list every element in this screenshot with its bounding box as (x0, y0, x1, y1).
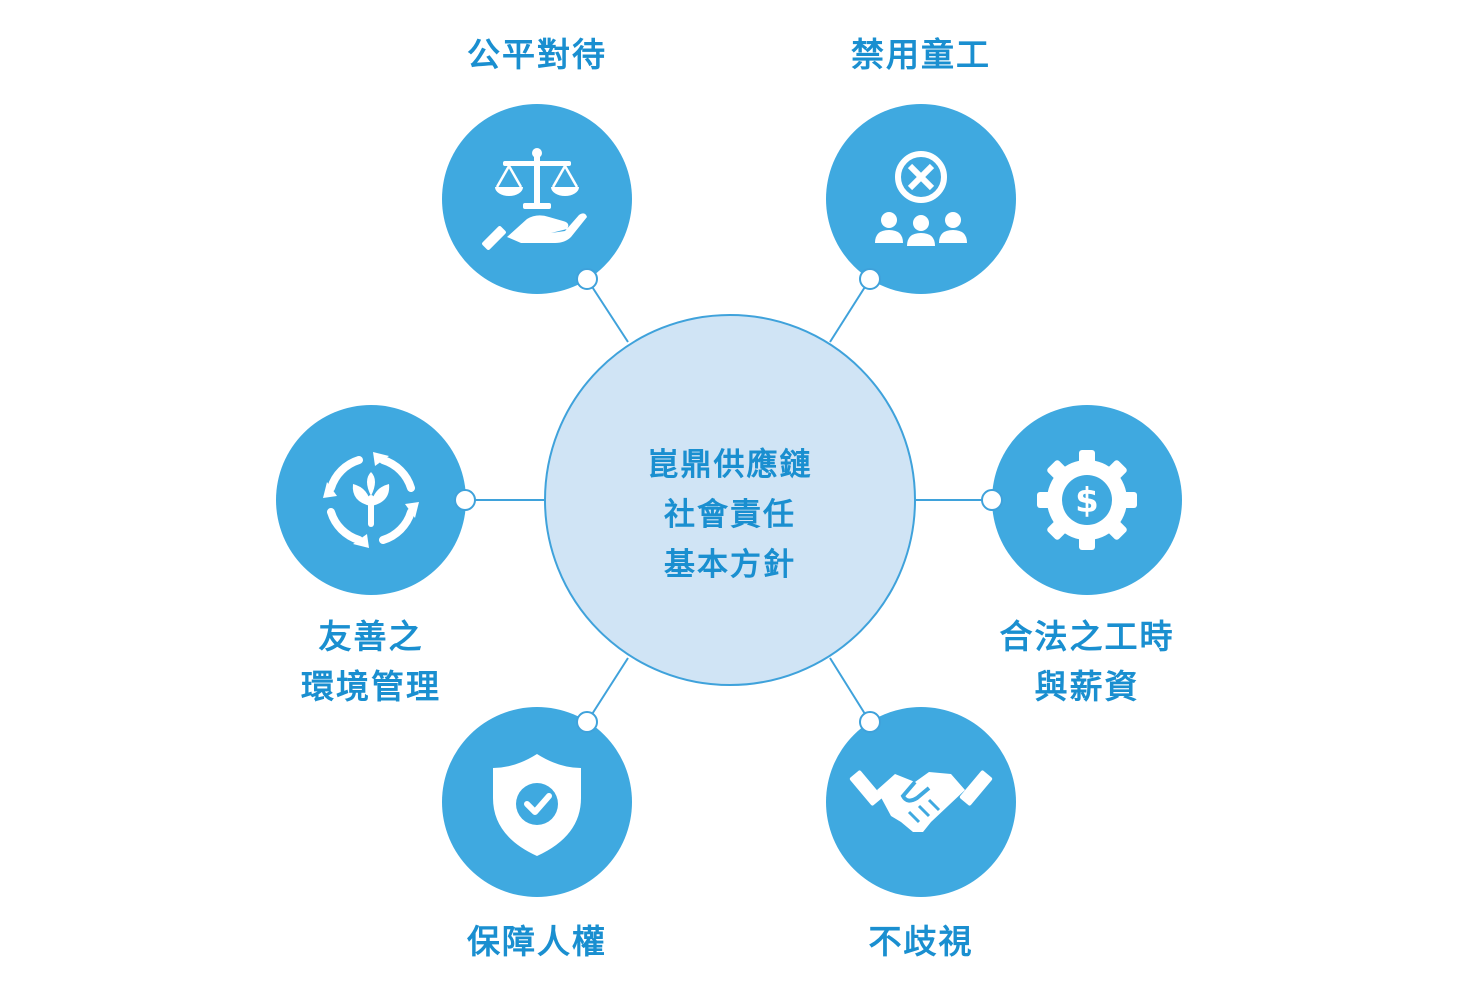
handshake-icon (849, 770, 993, 832)
label-rights-line-1: 保障人權 (467, 922, 607, 961)
dot-rights (576, 711, 598, 733)
connector-fair (586, 278, 629, 343)
connector-nodisc (829, 657, 871, 723)
label-fair: 公平對待 (407, 30, 667, 80)
label-nodisc-line-1: 不歧視 (868, 922, 974, 961)
shield-check-icon (493, 754, 581, 856)
center-title: 崑鼎供應鏈 社會責任 基本方針 (580, 440, 880, 590)
label-child: 禁用童工 (791, 30, 1051, 80)
svg-text:$: $ (1075, 481, 1099, 521)
label-rights: 保障人權 (407, 917, 667, 967)
gear-dollar-icon: $ (1037, 450, 1137, 550)
center-line-1: 崑鼎供應鏈 (647, 447, 813, 483)
center-line-2: 社會責任 (664, 497, 796, 533)
dot-child (859, 268, 881, 290)
label-fair-line-1: 公平對待 (467, 35, 607, 74)
label-nodisc: 不歧視 (791, 917, 1051, 967)
label-wage: 合法之工時 與薪資 (957, 612, 1217, 712)
label-env: 友善之 環境管理 (241, 612, 501, 712)
center-line-3: 基本方針 (664, 547, 796, 583)
dot-env (454, 489, 476, 511)
label-wage-line-1: 合法之工時 (999, 617, 1175, 656)
label-env-line-2: 環境管理 (301, 667, 441, 706)
connector-rights (586, 657, 629, 723)
dot-nodisc (859, 711, 881, 733)
label-env-line-1: 友善之 (318, 617, 424, 656)
label-child-line-1: 禁用童工 (851, 35, 991, 74)
no-child-labor-icon (875, 151, 967, 246)
dot-fair (576, 268, 598, 290)
dot-wage (981, 489, 1003, 511)
label-wage-line-2: 與薪資 (1034, 667, 1140, 706)
recycle-sprout-icon (323, 452, 419, 548)
connectors (465, 278, 992, 723)
center-circle (544, 314, 916, 686)
scales-in-hand-icon (482, 148, 587, 250)
connector-child (829, 278, 871, 343)
